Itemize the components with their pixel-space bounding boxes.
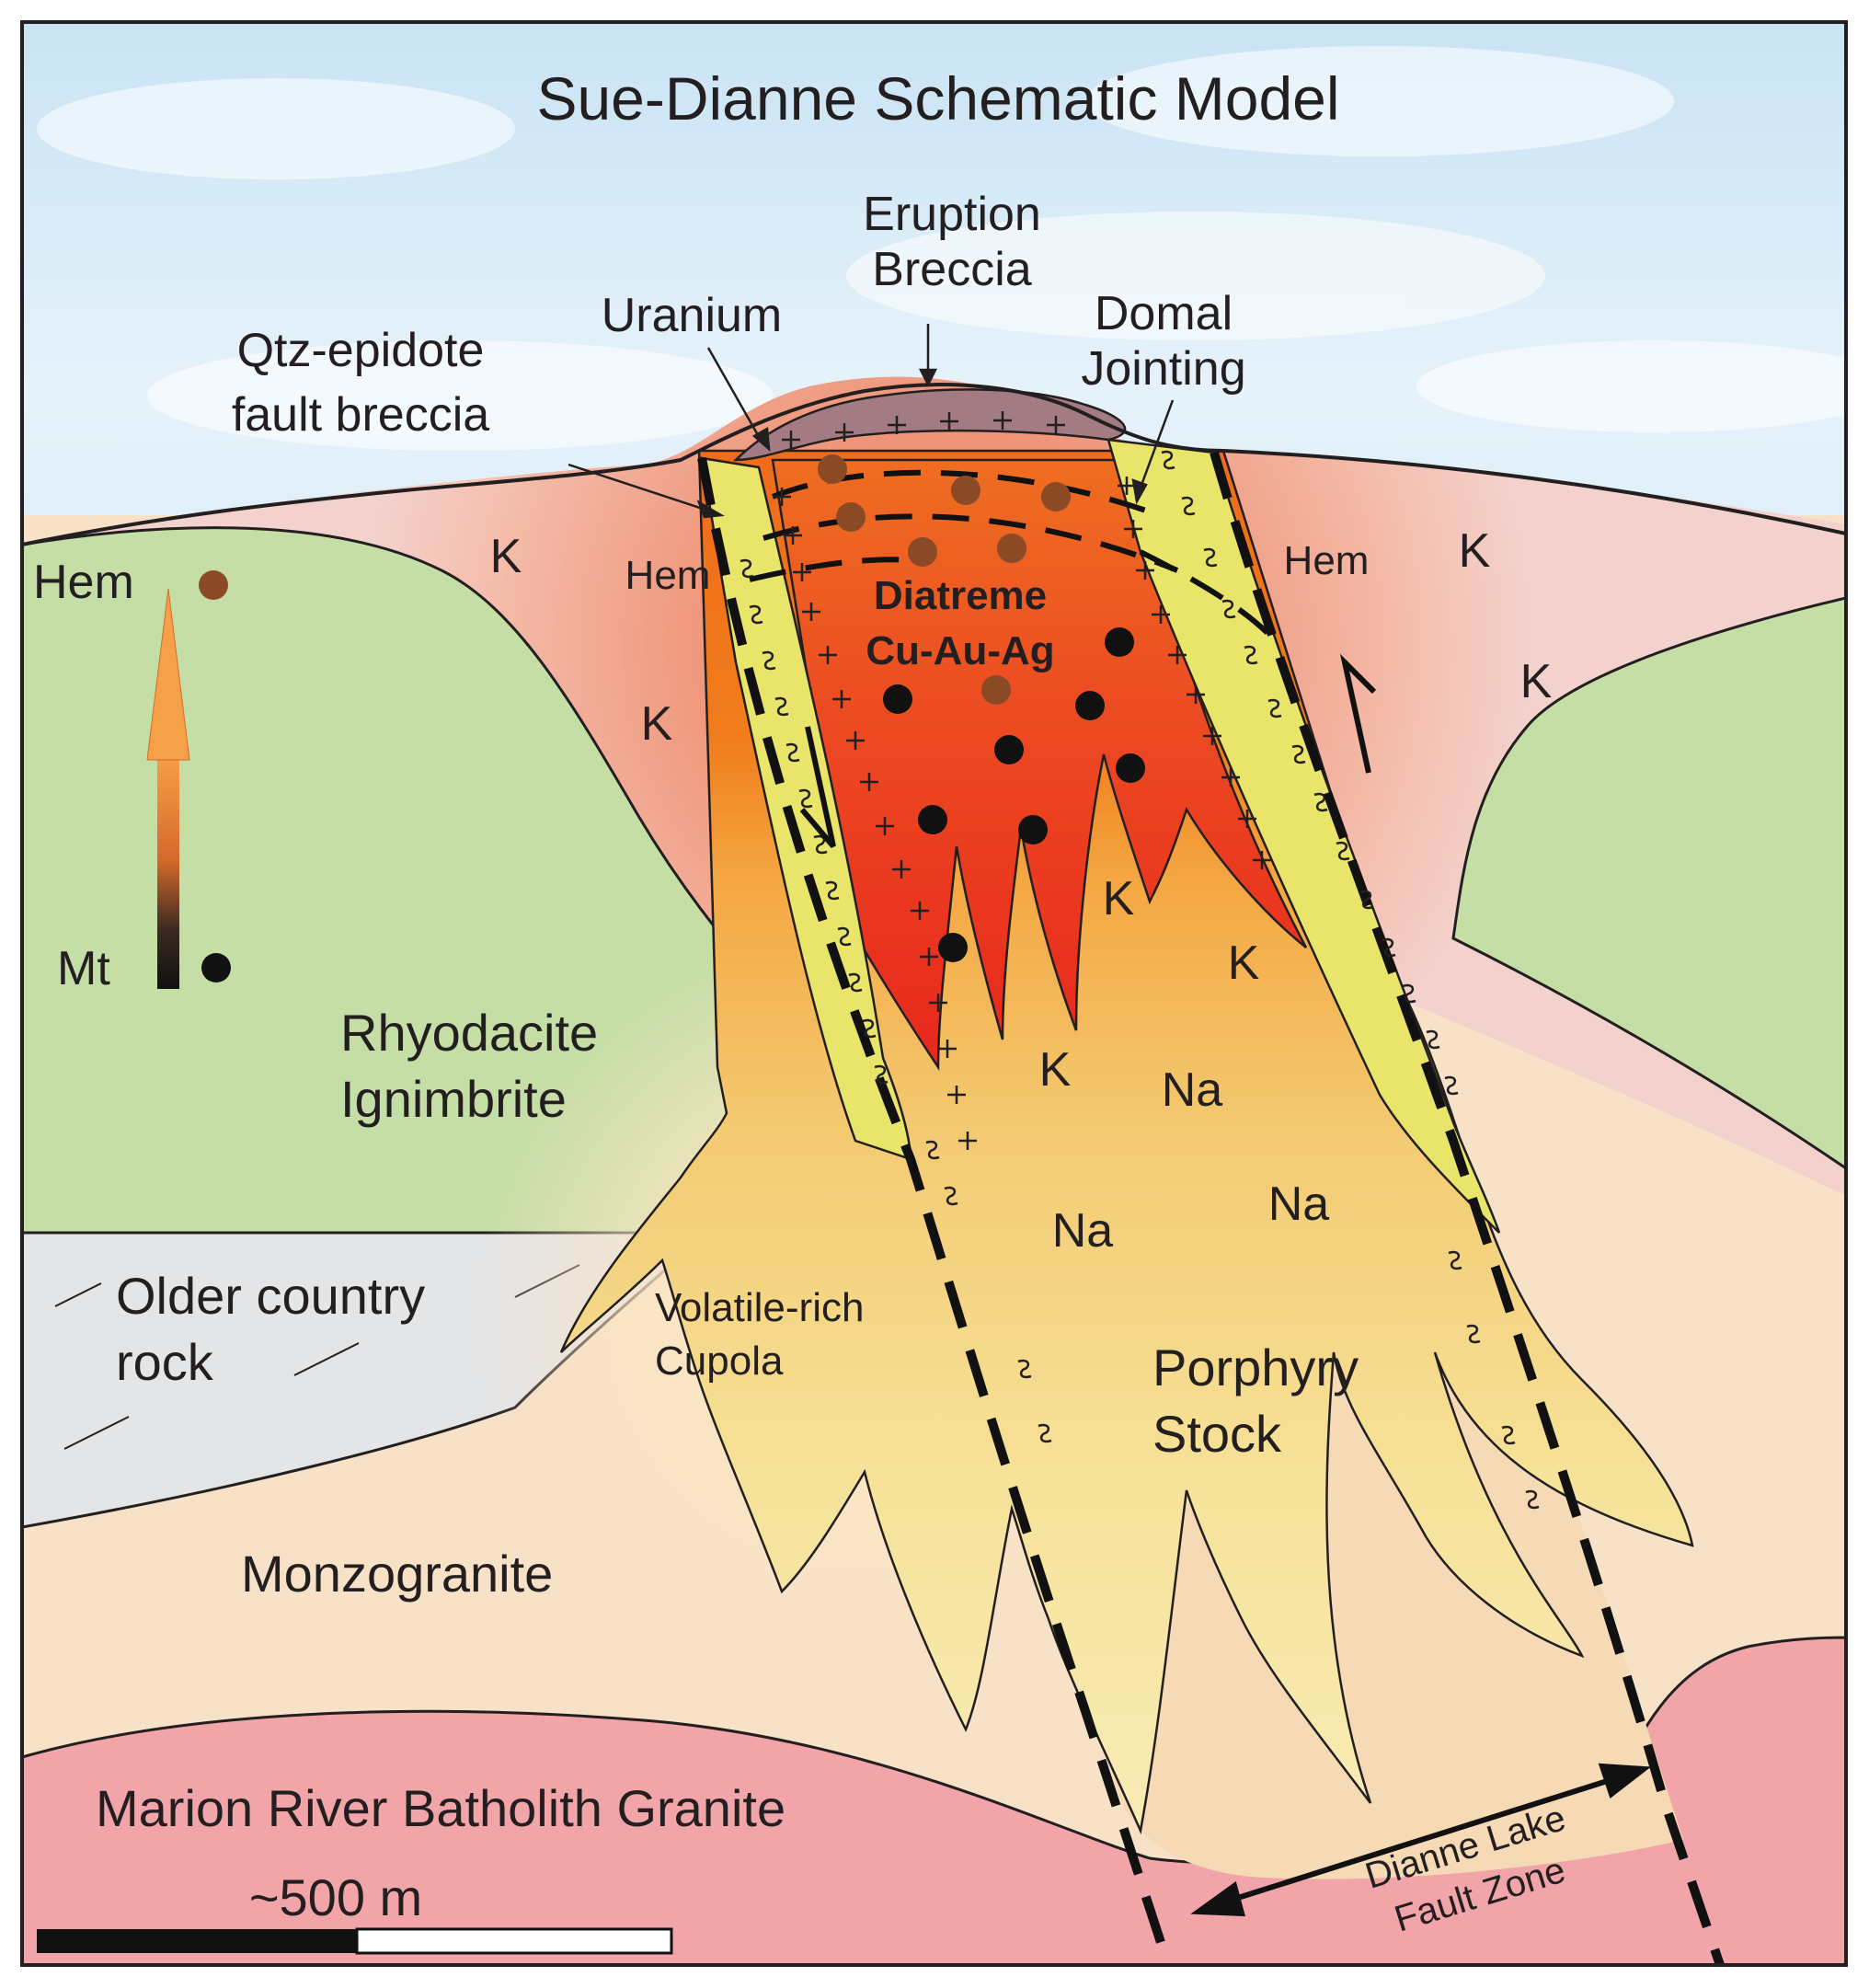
na-label-1: Na <box>1162 1063 1223 1117</box>
k-label-6: K <box>1228 937 1260 990</box>
fault-zone-width-arrow <box>1190 1763 1652 1917</box>
diagram-title: Sue-Dianne Schematic Model <box>536 64 1339 132</box>
monzogranite-label: Monzogranite <box>241 1545 553 1603</box>
uranium-label: Uranium <box>602 289 783 342</box>
k-label-7: K <box>1039 1043 1072 1097</box>
dianne-lake-faults <box>697 451 1725 1965</box>
legend-hem-label: Hem <box>33 556 134 609</box>
clouds <box>37 46 1846 451</box>
marion-river-granite <box>22 1636 1846 1965</box>
na-label-3: Na <box>1052 1204 1114 1258</box>
k-label-1: K <box>490 530 522 583</box>
legend-magnetite-dot <box>201 953 231 983</box>
scale-bar-label: ~500 m <box>249 1868 422 1926</box>
shear-arrow-right <box>1339 653 1377 774</box>
fault-breccia-left <box>700 456 912 1161</box>
alteration-vector-arrow <box>146 570 231 989</box>
scale-bar <box>37 1927 673 1955</box>
shear-arrow-left <box>799 726 836 848</box>
hematite-dots <box>818 454 1071 705</box>
k-label-2: K <box>641 697 673 751</box>
breccia-plus-texture <box>773 411 1271 1150</box>
hem-label-left: Hem <box>625 553 711 598</box>
marion-river-label: Marion River Batholith Granite <box>96 1779 785 1837</box>
k-label-3: K <box>1459 524 1491 578</box>
k-label-4: K <box>1520 655 1553 708</box>
callout-arrows <box>568 324 1175 519</box>
k-label-5: K <box>1103 872 1135 925</box>
rhyodacite-right <box>1451 596 1846 1170</box>
ground-surface <box>22 383 1846 546</box>
legend-hematite-dot <box>199 570 228 600</box>
eruption-breccia-cap <box>732 388 1127 462</box>
diatreme-core <box>771 458 1308 1072</box>
breccia-wave-texture <box>740 450 1540 1510</box>
domal-joints <box>749 469 1272 638</box>
legend-mt-label: Mt <box>57 942 110 995</box>
frame-border <box>20 20 1848 1967</box>
magnetite-dots <box>883 627 1145 962</box>
na-label-2: Na <box>1268 1178 1330 1231</box>
hem-label-right: Hem <box>1284 538 1370 583</box>
